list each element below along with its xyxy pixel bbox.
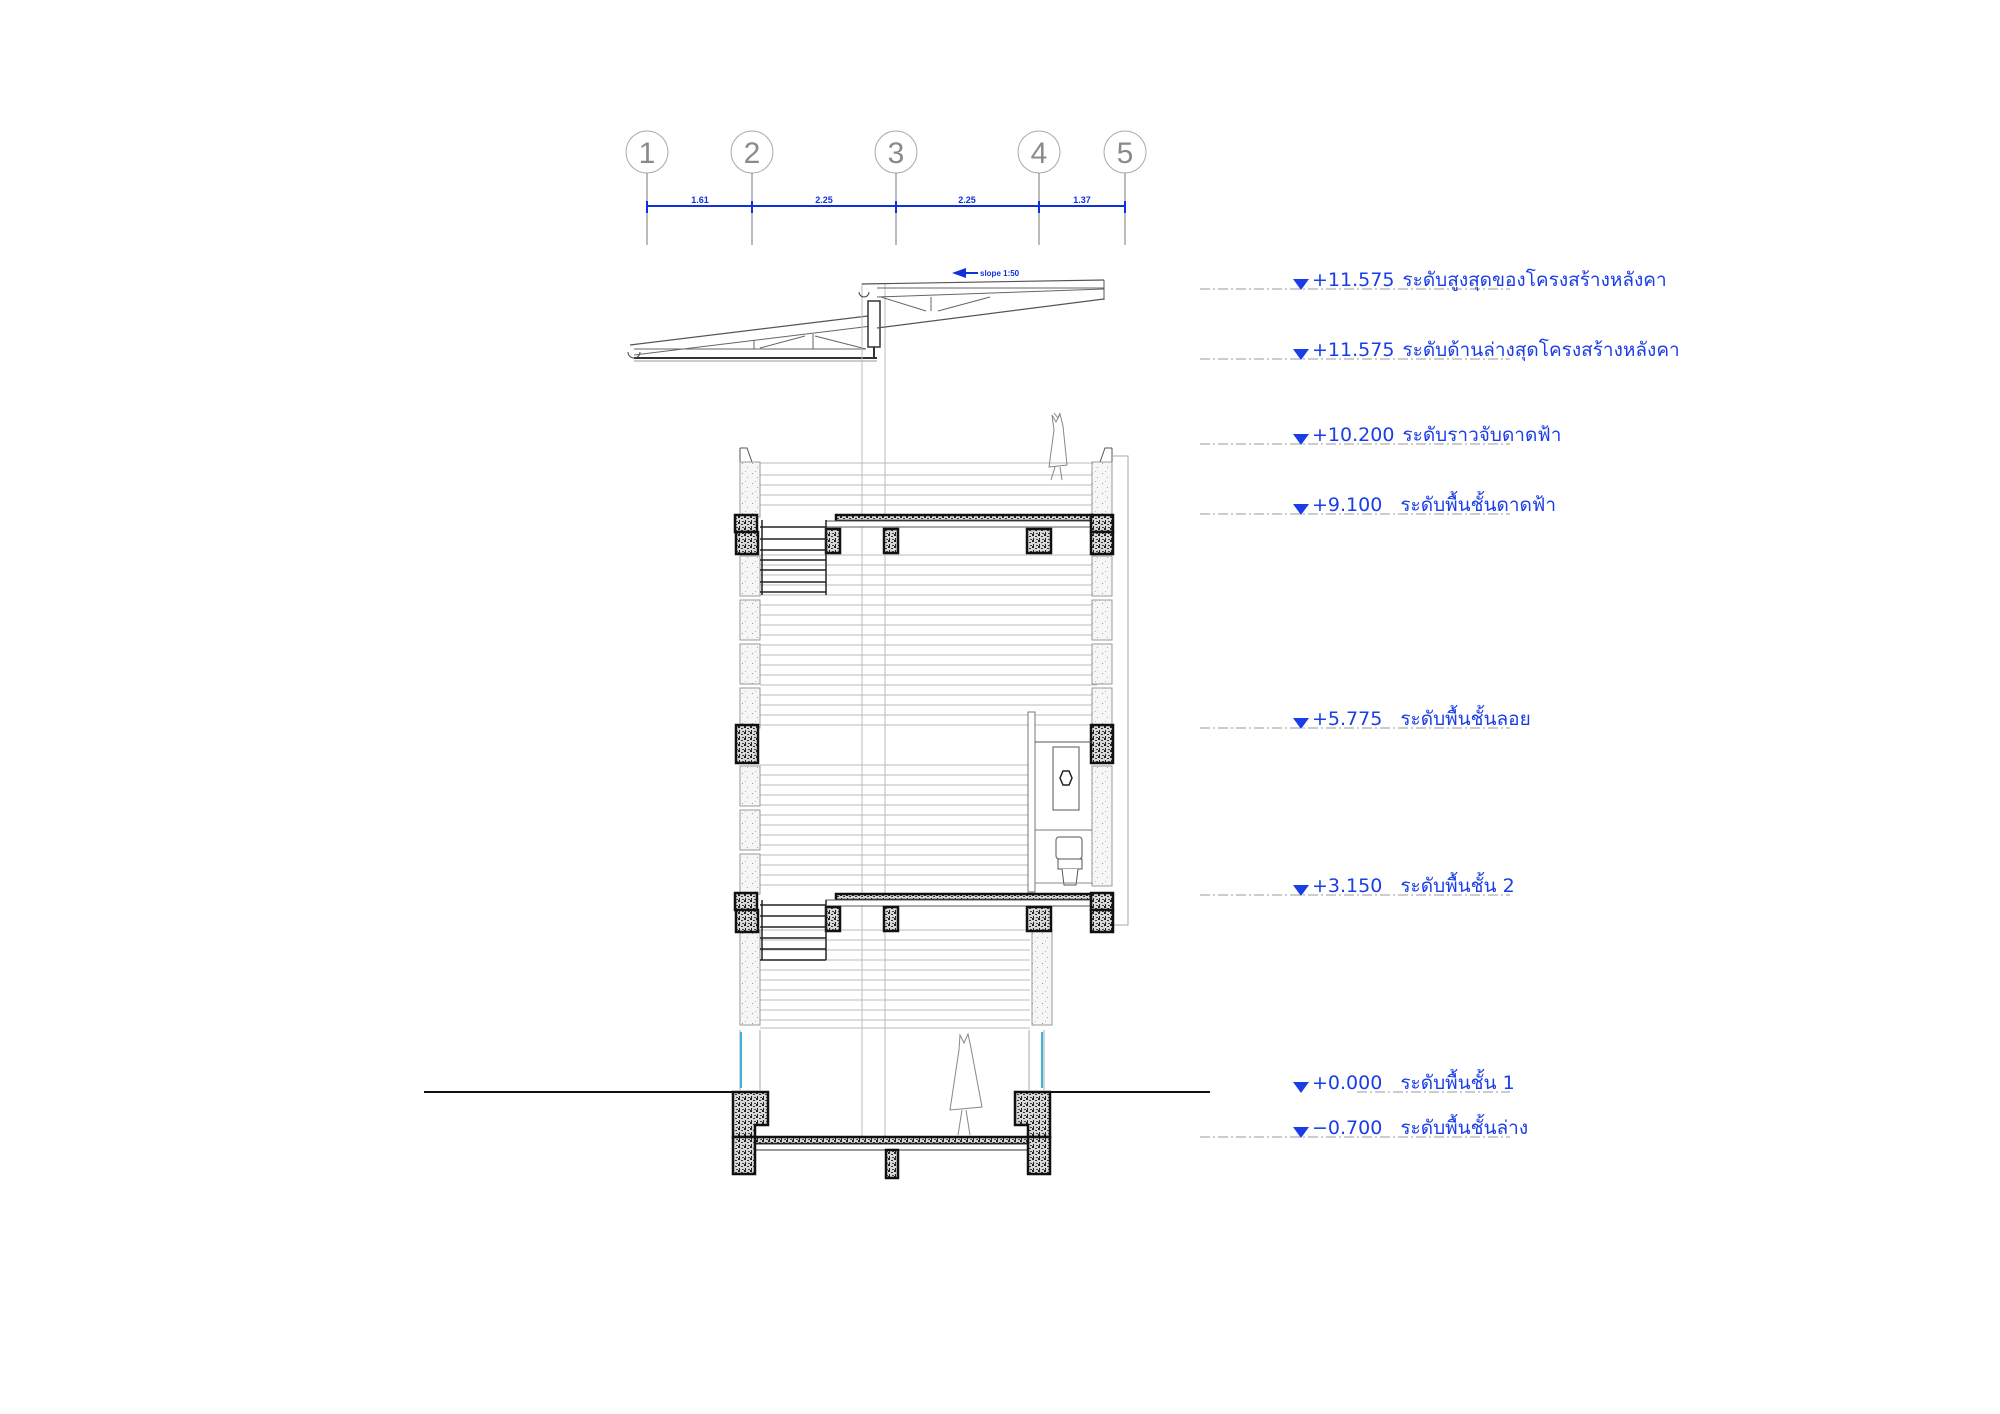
svg-text:5: 5 [1117,137,1134,170]
roof-slope-label: slope 1:50 [980,269,1020,278]
stair-lower [760,900,827,961]
svg-text:2: 2 [744,137,761,170]
level-triangle-icon [1293,434,1309,445]
toilet-icon [1055,836,1083,886]
roof-truss: slope 1:50 [627,268,1105,1138]
grid-bubble-4: 4 [1017,130,1061,245]
dimension-3-4: 2.25 [958,195,976,205]
svg-text:3: 3 [888,137,905,170]
level-triangle-icon [1293,279,1309,290]
svg-text:1: 1 [639,137,656,170]
grid-bubble-2: 2 [730,130,774,245]
restroom-sign-icon [1059,770,1073,786]
grid-dimension-string: 1.61 2.25 2.25 1.37 [646,195,1126,213]
svg-text:4: 4 [1031,137,1048,170]
level-triangle-icon [1293,1082,1309,1093]
dimension-1-2: 1.61 [691,195,709,205]
level-triangle-icon [1293,349,1309,360]
level-triangle-icon [1293,504,1309,515]
level-triangle-icon [1293,718,1309,729]
stair-upper [760,520,827,595]
dimension-2-3: 2.25 [815,195,833,205]
grid-bubble-1: 1 [625,130,669,245]
grid-bubble-5: 5 [1103,130,1147,245]
grid-bubble-3: 3 [874,130,918,245]
level-triangle-icon [1293,885,1309,896]
level-triangle-icon [1293,1127,1309,1138]
grid-axes: 1 2 3 4 5 [625,130,1147,245]
human-figure-ground [949,1032,983,1136]
human-figure-roof [1048,412,1068,481]
building-section [424,412,1210,1180]
dimension-4-5: 1.37 [1073,195,1091,205]
slope-arrow-icon [952,268,978,278]
